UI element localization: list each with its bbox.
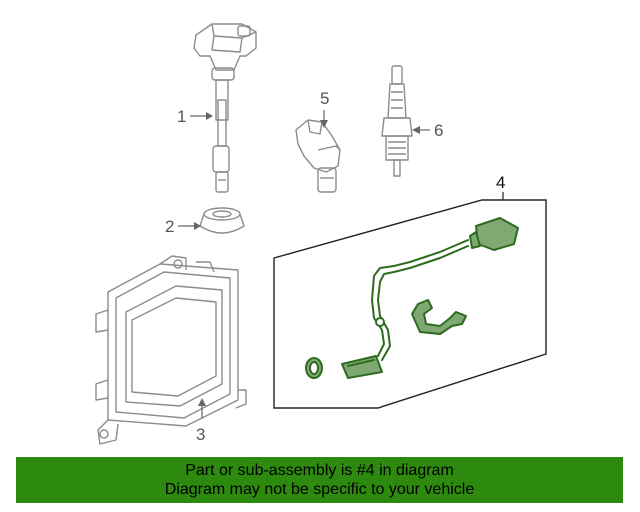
notice-line-1: Part or sub-assembly is #4 in diagram (185, 462, 454, 479)
svg-text:3: 3 (196, 425, 205, 444)
svg-text:6: 6 (434, 121, 443, 140)
svg-text:2: 2 (165, 217, 174, 236)
clip-bracket-icon (411, 299, 467, 335)
position-sensor-icon[interactable] (295, 119, 341, 193)
ecu-module-icon[interactable] (95, 255, 247, 445)
svg-text:5: 5 (320, 89, 329, 108)
callout-5: 5 (320, 89, 329, 128)
ignition-coil-icon[interactable] (193, 23, 257, 193)
parts-diagram: 1 2 3 4 (95, 23, 547, 445)
callout-6: 6 (412, 121, 443, 140)
callout-4: 4 (496, 173, 505, 200)
callout-3: 3 (196, 398, 206, 444)
svg-text:1: 1 (177, 107, 186, 126)
seal-icon[interactable] (199, 207, 245, 234)
sensor-kit-box (273, 199, 547, 409)
crank-sensor-harness-icon[interactable] (305, 217, 519, 379)
callout-2: 2 (165, 217, 201, 236)
notice-line-2: Diagram may not be specific to your vehi… (164, 481, 475, 498)
callout-1: 1 (177, 107, 213, 126)
diagram-notice-banner: Part or sub-assembly is #4 in diagram Di… (16, 457, 623, 503)
spark-plug-icon[interactable] (381, 65, 413, 177)
svg-text:4: 4 (496, 173, 505, 192)
